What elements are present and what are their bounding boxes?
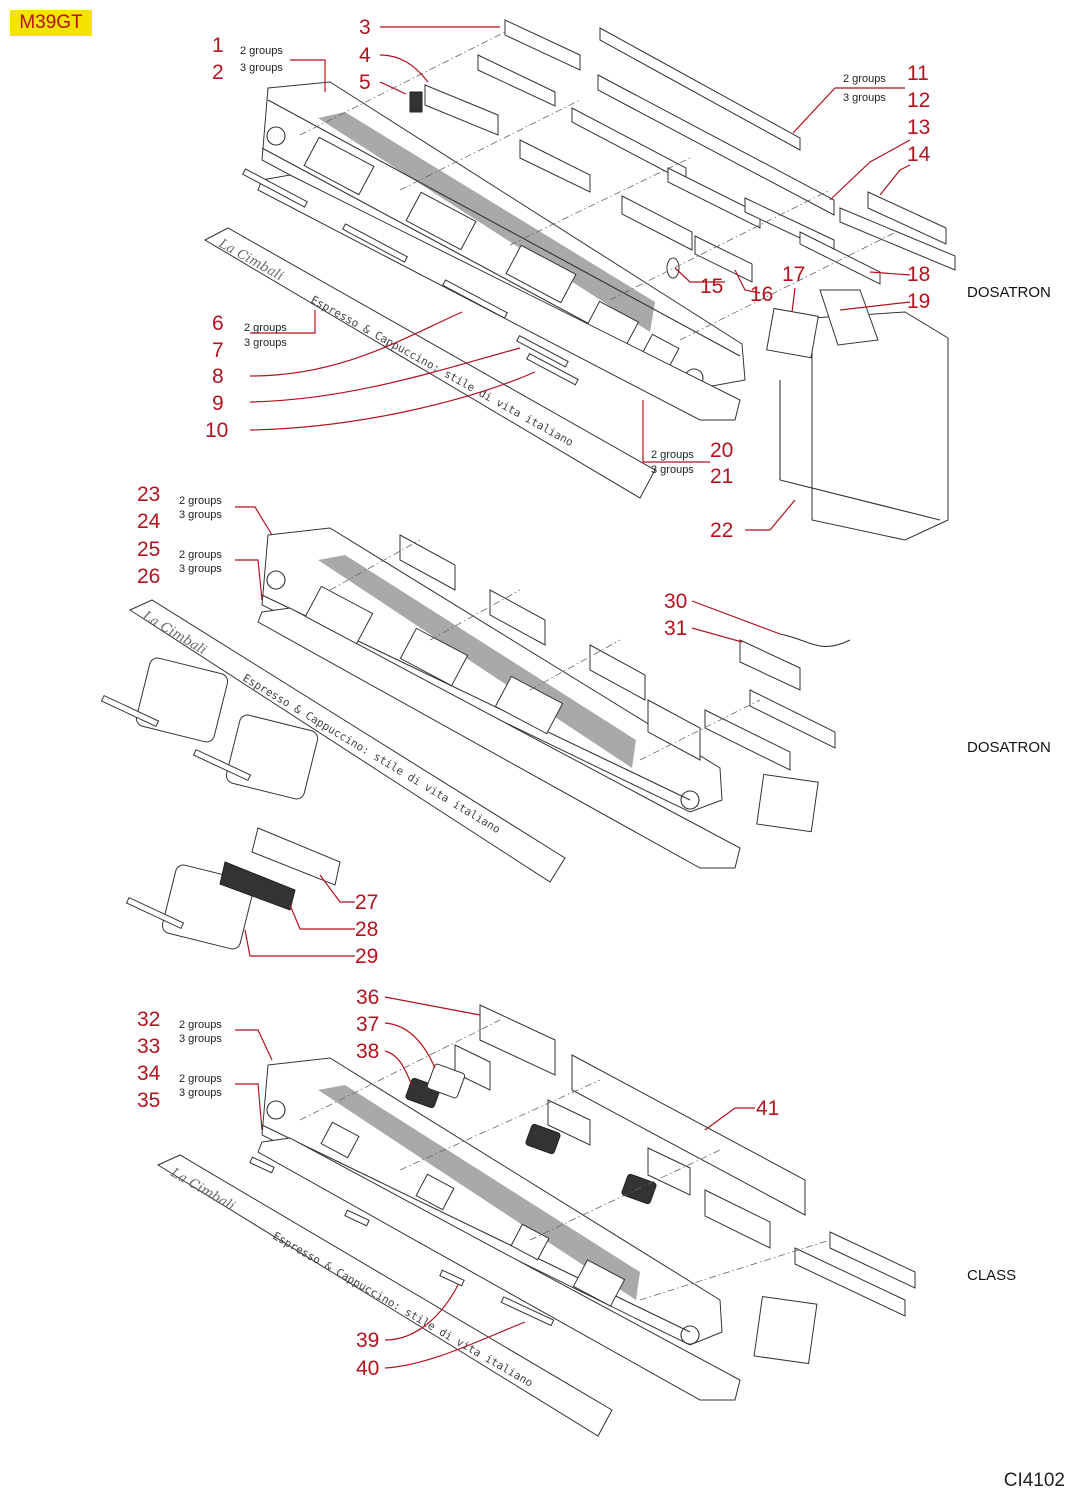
- label-plate: [203, 227, 656, 499]
- callout-1: 1: [212, 34, 224, 57]
- callout-22: 22: [710, 519, 733, 542]
- callout-20: 20: [710, 439, 733, 462]
- section-label: DOSATRON: [967, 284, 1051, 301]
- lower-strip: [257, 174, 741, 421]
- callout-34: 34: [137, 1062, 161, 1085]
- callout-4: 4: [359, 44, 371, 67]
- callout-11: 11: [907, 62, 929, 85]
- variant-label: 2 groups: [179, 495, 222, 507]
- callout-28: 28: [355, 918, 378, 941]
- callout-27: 27: [355, 891, 378, 914]
- callout-41: 41: [756, 1097, 779, 1120]
- section-label: DOSATRON: [967, 739, 1051, 756]
- callout-numbers: 3 4 5 1 2 2 groups 3 groups 11 12 2 grou…: [137, 16, 1051, 1380]
- board-36: [479, 1004, 556, 1076]
- button-set-4: [424, 84, 499, 136]
- variant-label: 2 groups: [240, 45, 283, 57]
- board-31: [739, 639, 801, 691]
- assembly-dosatron-1: La Cimbali Espresso & Cappuccino: stile …: [203, 19, 956, 541]
- variant-label: 3 groups: [179, 509, 222, 521]
- variant-label: 2 groups: [651, 449, 694, 461]
- callout-40: 40: [356, 1357, 379, 1380]
- variant-label: 3 groups: [244, 337, 287, 349]
- callout-25: 25: [137, 538, 160, 561]
- label-plate-3: [156, 1154, 613, 1437]
- led-strip-11: [599, 27, 801, 151]
- board-14: [839, 207, 956, 271]
- callout-15: 15: [700, 275, 723, 298]
- callout-23: 23: [137, 483, 160, 506]
- variant-label: 2 groups: [244, 322, 287, 334]
- variant-label: 2 groups: [179, 549, 222, 561]
- variant-label: 3 groups: [179, 1033, 222, 1045]
- drawing-code: CI4102: [1003, 1470, 1065, 1491]
- variant-label: 3 groups: [179, 563, 222, 575]
- callout-12: 12: [907, 89, 930, 112]
- leader-lines: [235, 26, 911, 1369]
- display-3: [753, 1295, 818, 1365]
- label-plate-2: [128, 599, 566, 883]
- variant-label: 3 groups: [179, 1087, 222, 1099]
- keys-28: [219, 861, 296, 911]
- control-box: [811, 311, 949, 541]
- callout-24: 24: [137, 510, 161, 533]
- display-2: [756, 773, 819, 833]
- callout-31: 31: [664, 617, 687, 640]
- assembly-dosatron-2: La Cimbali Espresso & Cappuccino: stile …: [100, 527, 851, 950]
- callout-18: 18: [907, 263, 930, 286]
- callout-37: 37: [356, 1013, 379, 1036]
- button-37: [426, 1063, 466, 1099]
- callout-5: 5: [359, 71, 371, 94]
- callout-17: 17: [782, 263, 805, 286]
- callout-6: 6: [212, 312, 224, 335]
- variant-label: 3 groups: [240, 62, 283, 74]
- callout-16: 16: [750, 283, 773, 306]
- callout-38: 38: [356, 1040, 379, 1063]
- keypad-module: [135, 657, 229, 743]
- callout-26: 26: [137, 565, 160, 588]
- frame-27: [251, 827, 341, 886]
- assembly-class: La Cimbali Espresso & Cappuccino: stile …: [156, 1004, 916, 1437]
- variant-label: 3 groups: [843, 92, 886, 104]
- callout-14: 14: [907, 143, 931, 166]
- callout-29: 29: [355, 945, 378, 968]
- callout-32: 32: [137, 1008, 160, 1031]
- callout-7: 7: [212, 339, 224, 362]
- callout-36: 36: [356, 986, 379, 1009]
- section-label: CLASS: [967, 1267, 1016, 1284]
- callout-9: 9: [212, 392, 224, 415]
- callout-33: 33: [137, 1035, 160, 1058]
- callout-13: 13: [907, 116, 930, 139]
- button-5: [409, 91, 423, 113]
- board-41: [571, 1054, 806, 1216]
- cable-30: [779, 633, 851, 648]
- callout-21: 21: [710, 465, 733, 488]
- variant-label: 2 groups: [179, 1073, 222, 1085]
- display-17: [766, 307, 819, 359]
- pcb-board-3: [504, 19, 581, 71]
- callout-19: 19: [907, 290, 930, 313]
- callout-2: 2: [212, 61, 224, 84]
- callout-3: 3: [359, 16, 371, 39]
- model-badge: M39GT: [10, 10, 92, 36]
- callout-35: 35: [137, 1089, 160, 1112]
- callout-8: 8: [212, 365, 224, 388]
- callout-10: 10: [205, 419, 228, 442]
- callout-39: 39: [356, 1329, 379, 1352]
- callout-30: 30: [664, 590, 687, 613]
- variant-label: 2 groups: [179, 1019, 222, 1031]
- variant-label: 3 groups: [651, 464, 694, 476]
- variant-label: 2 groups: [843, 73, 886, 85]
